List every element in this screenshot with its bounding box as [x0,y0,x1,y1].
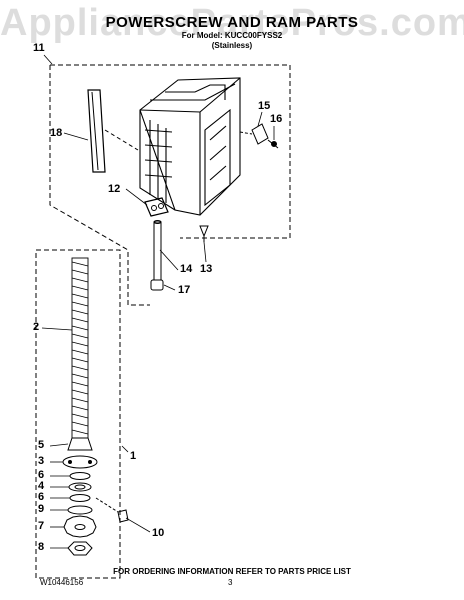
sprocket-part [63,515,97,538]
screw-13-part [199,225,209,238]
tab-part [117,509,129,523]
callout-18: 18 [50,127,63,139]
model-subtitle: For Model: KUCC00FYSS2 [181,31,283,40]
callout-3: 3 [38,455,45,467]
bracket-part [251,123,269,145]
callout-15: 15 [258,100,271,112]
ram-assembly-frame [50,64,291,239]
finish-subtitle: (Stainless) [211,41,253,50]
page-title: POWERSCREW AND RAM PARTS [105,14,359,31]
callout-7: 7 [38,520,45,532]
callout-14: 14 [180,263,193,275]
shaft-part [153,221,162,281]
callout-17: 17 [178,284,191,296]
washer-top-part [69,472,91,480]
callout-6-top: 6 [38,469,45,481]
powerscrew-assembly-frame [35,249,121,579]
callout-8: 8 [38,541,45,553]
page-number: 3 [228,578,233,587]
ordering-info: FOR ORDERING INFORMATION REFER TO PARTS … [113,567,351,576]
ram-mount-part [144,197,169,217]
callout-13: 13 [200,263,213,275]
ram-housing [139,77,241,216]
callout-16: 16 [270,113,283,125]
document-number: W10446156 [40,578,84,587]
bearing-part [68,482,92,492]
bushing-part [150,279,164,291]
side-rail-part [87,89,106,173]
watermark: AppliancePartsPros.com [0,2,464,44]
callout-6-bottom: 6 [38,491,45,503]
washer-bottom-part [69,494,91,502]
callout-1: 1 [130,450,137,462]
callout-2: 2 [33,321,40,333]
nut-part [67,541,93,556]
coupler-part [67,437,93,451]
callout-9: 9 [38,503,45,515]
powerscrew-part [71,257,89,439]
callout-10: 10 [152,527,165,539]
callout-5: 5 [38,439,45,451]
clip-part [67,505,93,515]
callout-11: 11 [33,42,45,54]
callout-4: 4 [38,480,45,492]
callout-12: 12 [108,183,121,195]
